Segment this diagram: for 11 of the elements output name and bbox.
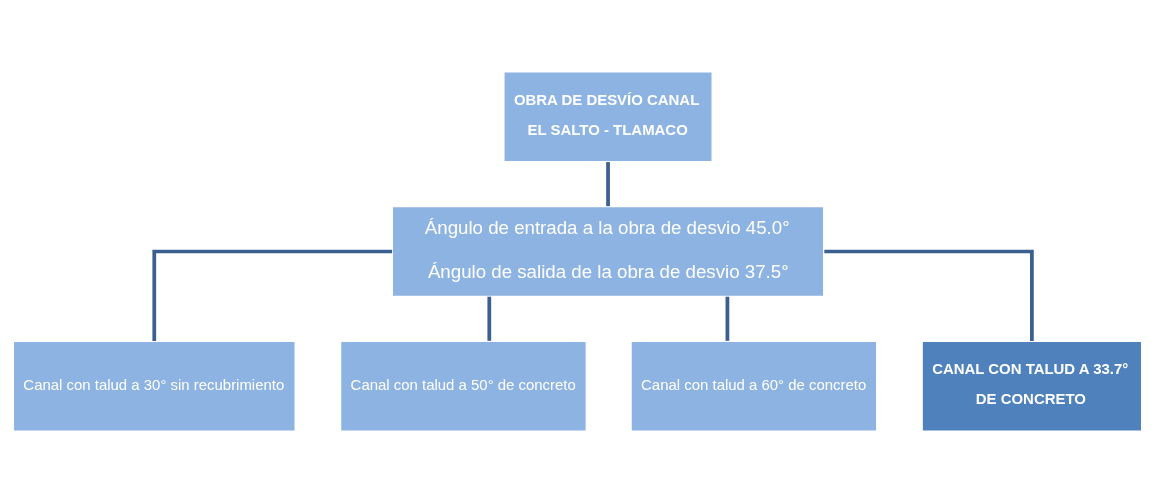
node-box: Canal con talud a 50° de concreto — [340, 340, 587, 432]
connector — [487, 296, 492, 341]
node-box: Canal con talud a 30° sin recubrimiento — [12, 340, 296, 432]
connector — [606, 161, 610, 206]
node-box: CANAL CON TALUD A 33.7° DE CONCRETO — [921, 340, 1143, 432]
node-box: Canal con talud a 60° de concreto — [630, 340, 878, 432]
connector — [725, 296, 730, 341]
node-box: OBRA DE DESVÍO CANAL EL SALTO - TLAMACO — [503, 70, 713, 162]
node-box: Ángulo de entrada a la obra de desvio 45.0° Ángulo de salida de la obra de desvio 37.5° — [391, 205, 825, 297]
connector — [152, 249, 393, 341]
connector — [824, 249, 1034, 341]
